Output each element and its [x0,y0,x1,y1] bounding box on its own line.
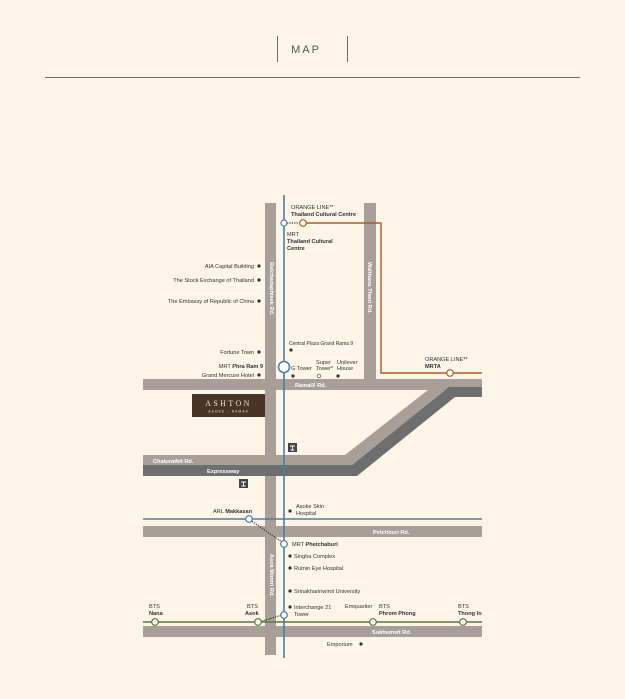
mrt-tcc-name-label: Thailand Cultural [287,239,333,245]
orange-tcc-name-label: Thailand Cultural Centre [291,212,356,218]
mrt-phet-name: Phetchaburi [305,542,338,548]
aia-label: AIA Capital Building [205,264,254,270]
set-marker [257,278,261,282]
asoke-skin-marker [288,509,292,513]
bts-nana-prefix-label: BTS [149,604,160,610]
logo-sub: ASOKE - RAMA9 [208,410,248,414]
makkasan-transfer-link [249,519,283,543]
walthana-thani-road [364,203,376,381]
super-tower-marker [316,373,322,379]
orange-mrta-station [446,369,454,377]
grand-mercure-label: Grand Mercure Hotel [202,373,254,379]
expressway-road [143,387,482,476]
orange-mrta-name-label: MRTA [425,364,441,370]
mrt-rama9-prefix: MRT [219,364,232,370]
place-markers [257,264,363,646]
mrt-phet-prefix: MRT [292,542,305,548]
asok-montri-label: Asok Montri Rd. [268,554,274,597]
embassy-label: The Embassy of Republic of China [168,299,255,305]
mrt-phetchaburi-label: MRT Phetchaburi [292,542,338,548]
mrt-tcc-station [280,219,288,227]
expressway-toll-icon-2 [239,479,248,488]
super-tower-label-1: Super [316,360,331,366]
petchburi-road [143,526,482,537]
super-tower-label-2: Tower* [316,366,334,372]
header-divider-right [347,36,348,62]
orange-mrta-line-label: ORANGE LINE** [425,357,468,363]
header-divider-left [277,36,278,62]
central-marker [289,348,293,352]
bts-asok-prefix-label: BTS [247,604,258,610]
embassy-marker [257,299,261,303]
singha-marker [288,554,292,558]
interchange-label-1: Interchange 21 [294,605,331,611]
mrt-phetchaburi-station [280,540,288,548]
bts-nana-station [151,618,159,626]
bts-thong-lo-station [459,618,467,626]
sukhumvit-label: Sukhumvit Rd. [372,630,412,636]
expressway-label: Expressway [207,469,240,475]
unilever-marker [336,374,340,378]
swu-marker [288,589,292,593]
mrt-tcc-prefix-label: MRT [287,232,300,238]
orange-tcc-station [299,219,307,227]
bts-asok-station [254,618,262,626]
set-label: The Stock Exchange of Thailand [173,278,254,284]
ratchadaphisek-label: Ratchadaphisek Rd. [268,262,274,316]
emquartier-label: Emquartier [345,604,372,610]
bts-asok-name-label: Asok [245,611,260,617]
mrt-rama9-name: Phra Ram 9 [232,364,263,370]
g-tower-marker [291,374,295,378]
arl-makkasan-label: ARL Makkasan [213,509,253,515]
emporium-marker [359,642,363,646]
chaturathit-label: Chaturathit Rd. [153,459,194,465]
asoke-skin-label-2: Hospital [296,511,316,517]
ratchadaphisek-road [265,203,276,655]
ashton-project-logo: ASHTON ASOKE - RAMA9 [192,394,265,417]
fortune-marker [257,350,261,354]
arl-prefix: ARL [213,509,224,515]
unilever-label-1: Unilever [337,360,358,366]
asok-transfer-link [258,614,283,623]
walthana-thani-label: Walthana Thani Rd. [366,262,372,314]
mrt-sukhumvit-station [280,611,288,619]
bts-thong-name-label: Thong lo [458,611,482,617]
bts-thong-prefix-label: BTS [458,604,469,610]
petchburi-label: Petchburi Rd. [373,530,410,536]
bts-nana-name-label: Nana [149,611,164,617]
emporium-label: Emporium [327,642,353,648]
unilever-label-2: House [337,366,353,372]
interchange-label-2: Tower [294,612,309,618]
sukhumvit-road [143,626,482,637]
rutnin-marker [288,566,292,570]
swu-label: Srinakharinwirot University [294,589,360,595]
rama9-road [143,379,482,390]
central-label: Central Plaza Grand Rama 9 [289,341,353,347]
fortune-label: Fortune Town [220,350,254,356]
asoke-skin-label-1: Asoke Skin [296,504,324,510]
grand-mercure-marker [257,373,261,377]
rutnin-label: Rutnin Eye Hospital [294,566,343,572]
g-tower-label: G Tower [291,366,312,372]
orange-tcc-line-label: ORANGE LINE** [291,205,334,211]
expressway-toll-icon [288,443,297,452]
logo-name: ASHTON [205,399,252,408]
header-rule [45,77,580,78]
mrt-tcc-name-label-2: Centre [287,246,305,252]
bts-phrom-phong-station [369,618,377,626]
mrt-rama9-station [277,360,291,374]
page-title: MAP [291,44,321,56]
aia-marker [257,264,261,268]
chaturathit-road [143,379,482,465]
bts-phrom-prefix-label: BTS [379,604,390,610]
singha-label: Singha Complex [294,554,335,560]
rama9-label: RamaIX Rd. [295,383,327,389]
arl-name: Makkasan [225,509,252,515]
orange-line-route [303,222,482,374]
arl-makkasan-station [245,515,253,523]
bts-phrom-name-label: Phrom Phong [379,611,416,617]
mrt-rama9-label: MRT Phra Ram 9 [219,364,263,370]
interchange-marker [288,605,292,609]
